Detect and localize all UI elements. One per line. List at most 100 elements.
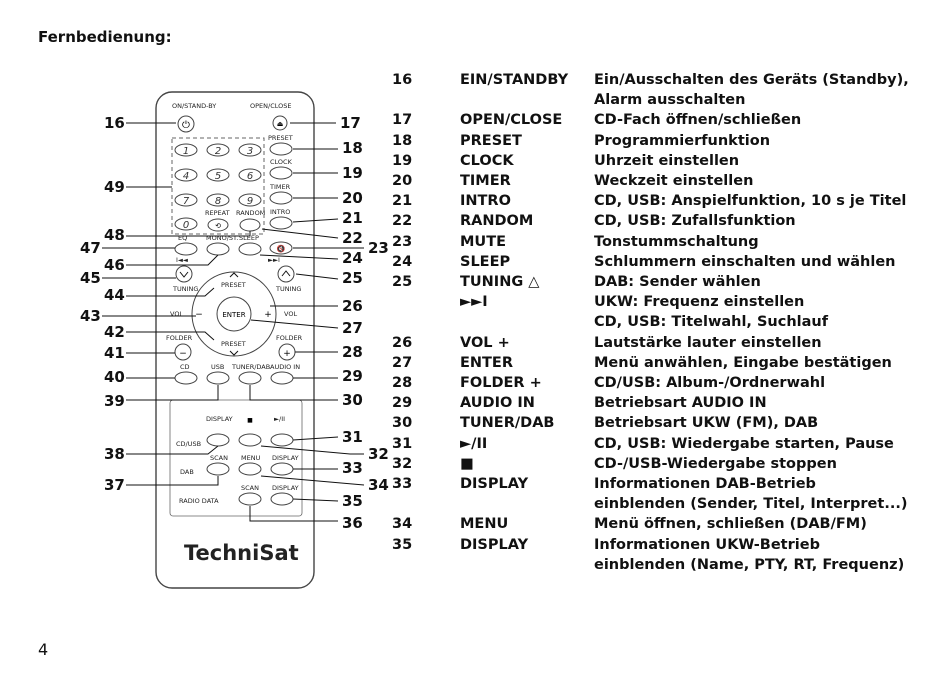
enter-button[interactable] — [216, 296, 252, 332]
callout-number: 26 — [342, 297, 363, 315]
label-usb: USB — [211, 363, 224, 371]
audio-in-button[interactable] — [270, 371, 294, 385]
label-folder-left: FOLDER — [166, 334, 193, 342]
label-audio-in: AUDIO IN — [270, 363, 300, 371]
tuning-down-button[interactable] — [175, 265, 193, 283]
display-dab-button[interactable] — [270, 462, 294, 476]
label-display-cd: DISPLAY — [206, 415, 233, 423]
tuning-up-button[interactable] — [277, 265, 295, 283]
digit-button[interactable] — [206, 143, 230, 157]
preset-button[interactable] — [269, 142, 293, 156]
callout-number: 20 — [342, 189, 363, 207]
label-mono-st: MONO/ST. — [206, 234, 238, 242]
scan-fm-button[interactable] — [238, 492, 262, 506]
legend-key: TUNER/DAB — [460, 415, 555, 432]
tuner-dab-button[interactable] — [238, 371, 262, 385]
digit-button[interactable] — [174, 143, 198, 157]
callout-number: 18 — [342, 139, 363, 157]
timer-button[interactable] — [269, 191, 293, 205]
usb-button[interactable] — [206, 371, 230, 385]
legend-row: Alarm ausschalten — [392, 90, 934, 110]
label-vol-right: VOL — [284, 310, 297, 318]
digit-button[interactable] — [238, 193, 262, 207]
label-preset: PRESET — [268, 134, 293, 142]
label-preset-down: PRESET — [221, 340, 246, 348]
eq-button[interactable] — [174, 242, 198, 256]
display-cd-button[interactable] — [206, 433, 230, 447]
callout-number: 47 — [80, 239, 101, 257]
legend-row: einblenden (Name, PTY, RT, Frequenz) — [392, 555, 934, 575]
callout-number: 40 — [104, 368, 125, 386]
digit-button[interactable] — [174, 217, 198, 231]
callout-number: 16 — [104, 114, 125, 132]
repeat-button[interactable] — [207, 218, 229, 232]
callout-number: 38 — [104, 445, 125, 463]
folder-minus-button[interactable] — [174, 343, 192, 361]
mute-button[interactable] — [269, 241, 293, 255]
label-display-fm: DISPLAY — [272, 484, 299, 492]
legend-number: 17 — [392, 112, 413, 129]
open-close-button[interactable] — [272, 115, 288, 131]
callout-number: 27 — [342, 319, 363, 337]
legend-number — [392, 90, 460, 110]
callout-line — [126, 231, 251, 237]
digit-button[interactable] — [238, 168, 262, 182]
legend-description: CD, USB: Wiedergabe starten, Pause — [594, 435, 894, 452]
callout-line — [295, 273, 339, 280]
clock-button[interactable] — [269, 166, 293, 180]
digit-button[interactable] — [174, 193, 198, 207]
legend-row: einblenden (Sender, Titel, Interpret...) — [392, 494, 934, 514]
legend-key: SLEEP — [460, 253, 511, 270]
stop-button[interactable] — [238, 433, 262, 447]
legend-description: Tonstummschaltung — [594, 233, 759, 250]
legend-number: 30 — [392, 415, 413, 432]
legend-number — [392, 555, 460, 575]
callout-line — [292, 436, 339, 441]
scan-dab-button[interactable] — [206, 462, 230, 476]
legend-description: Betriebsart AUDIO IN — [594, 395, 767, 412]
cd-button[interactable] — [174, 371, 198, 385]
vol-minus-icon: − — [195, 310, 203, 320]
enter-label: ENTER — [222, 311, 245, 319]
legend-description: Programmierfunktion — [594, 132, 771, 149]
intro-button[interactable] — [269, 216, 293, 230]
random-button[interactable] — [239, 218, 261, 232]
folder-minus-icon: − — [179, 349, 187, 359]
digit-button[interactable] — [174, 168, 198, 182]
digit-button[interactable] — [238, 143, 262, 157]
play-pause-button[interactable] — [270, 433, 294, 447]
mono-st-button[interactable] — [206, 242, 230, 256]
preset-down-icon — [229, 350, 239, 356]
legend-description: einblenden (Name, PTY, RT, Frequenz) — [594, 556, 905, 573]
label-sleep: SLEEP — [239, 234, 259, 242]
technisat-logo: TechniSat — [184, 541, 299, 565]
legend-key: TIMER — [460, 173, 511, 190]
digit-button[interactable] — [206, 193, 230, 207]
legend-description: Menü anwählen, Eingabe bestätigen — [594, 354, 892, 371]
legend-key: OPEN/CLOSE — [460, 112, 563, 129]
callout-line — [249, 385, 338, 401]
mute-icon: 🔇 — [277, 244, 286, 253]
legend-key — [460, 494, 594, 514]
sleep-button[interactable] — [238, 242, 262, 256]
display-fm-button[interactable] — [270, 492, 294, 506]
repeat-icon: ⟲ — [215, 222, 221, 230]
on-standby-button[interactable] — [177, 115, 195, 133]
next-skip-icon: ►►I — [268, 256, 280, 264]
digit-button[interactable] — [206, 168, 230, 182]
legend-number: 21 — [392, 193, 413, 210]
legend-number: 33 — [392, 476, 413, 493]
legend-row: CD, USB: Titelwahl, Suchlauf — [392, 312, 934, 332]
label-vol-left: VOL — [170, 310, 183, 318]
legend-number: 28 — [392, 375, 413, 392]
menu-button[interactable] — [238, 462, 262, 476]
